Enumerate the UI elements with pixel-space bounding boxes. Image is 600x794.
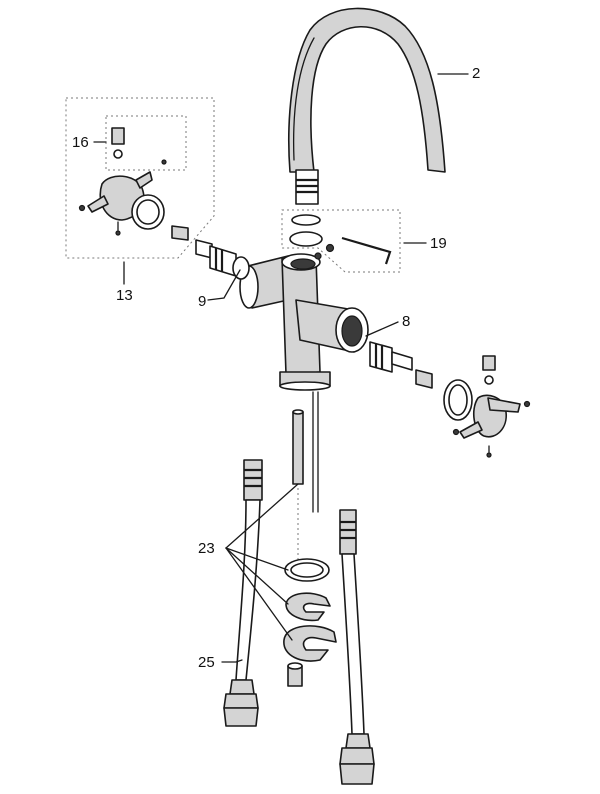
callout-23: 23	[198, 540, 215, 557]
faucet-body	[239, 252, 369, 391]
leader-lines	[93, 73, 469, 663]
callout-13: 13	[116, 287, 133, 304]
callout-9: 9	[198, 293, 207, 310]
handle-right	[443, 355, 531, 458]
fixing-rod	[292, 391, 319, 560]
spout	[288, 7, 446, 205]
callout-16: 16	[72, 134, 89, 151]
callout-19: 19	[430, 235, 447, 252]
callout-8: 8	[402, 313, 411, 330]
handle-assembly-left	[65, 97, 215, 259]
callout-2: 2	[472, 65, 481, 82]
hose-right	[339, 509, 375, 785]
valve-right	[369, 341, 433, 389]
callout-25: 25	[198, 654, 215, 671]
spout-seal-kit	[281, 209, 401, 273]
hose-left	[223, 459, 263, 727]
fixing-parts	[283, 558, 337, 687]
valve-left	[171, 225, 250, 280]
